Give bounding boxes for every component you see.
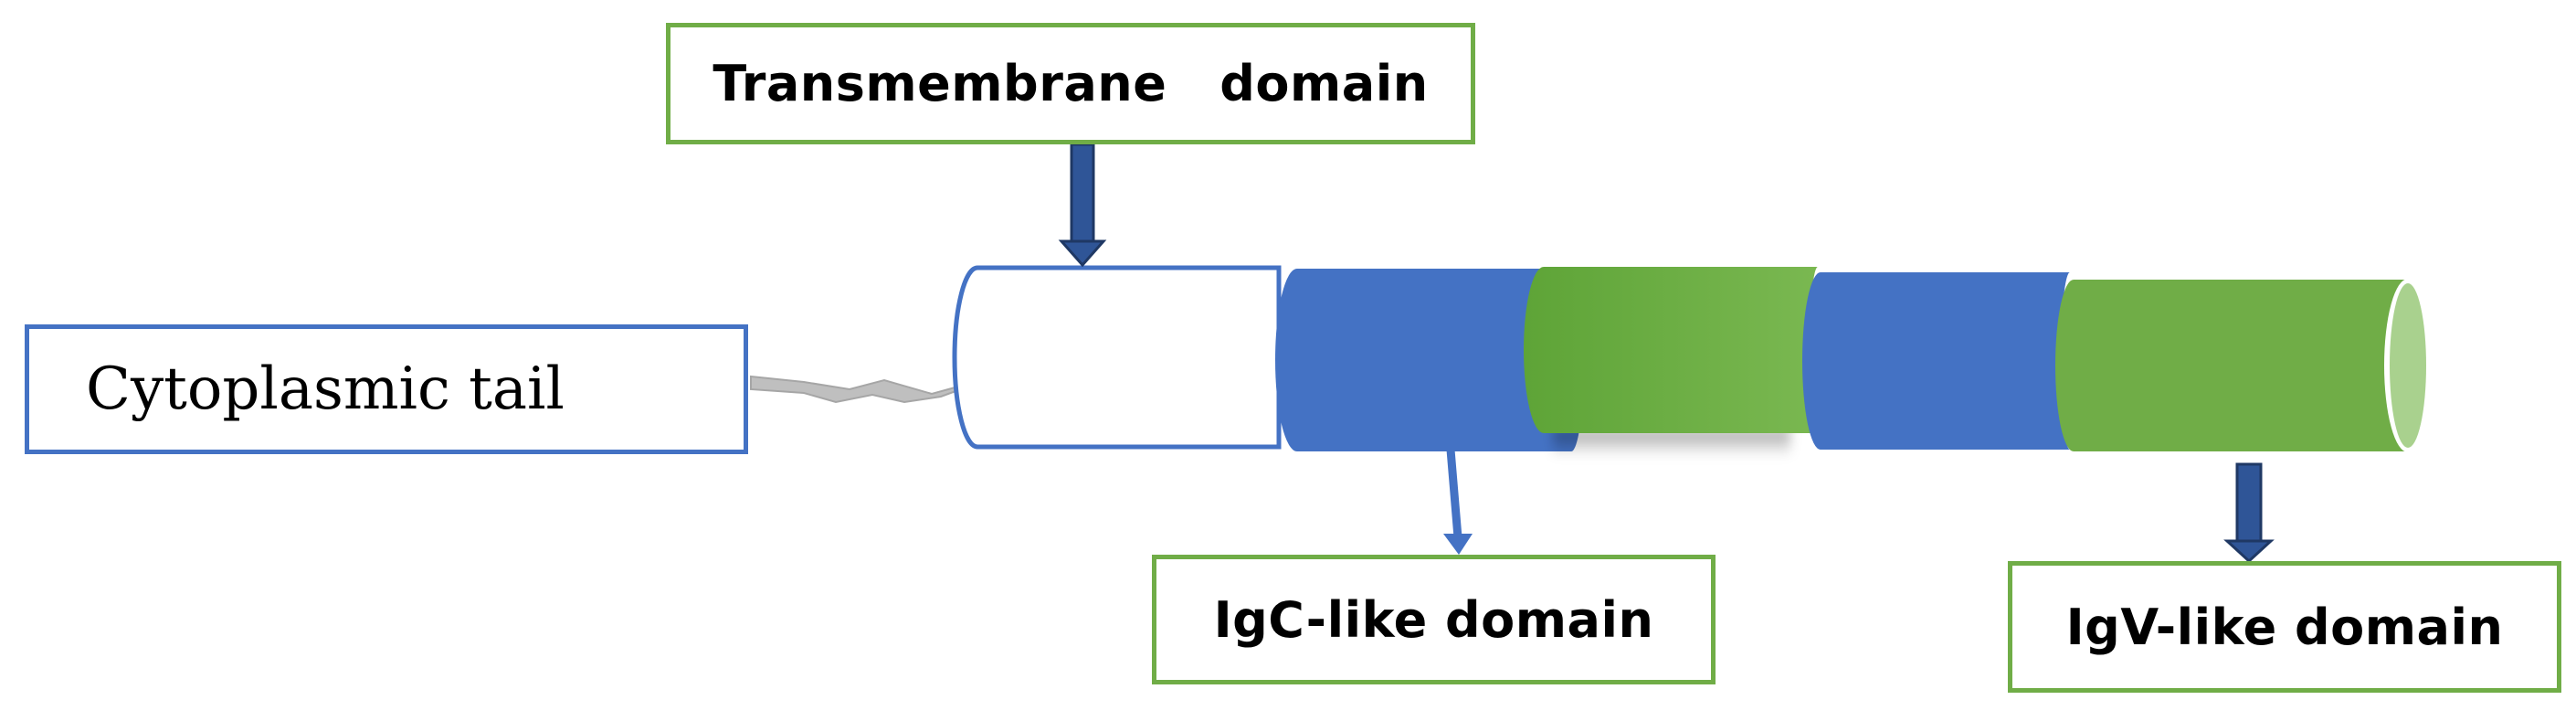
igv-arrow [2223, 462, 2275, 564]
blue-segment-2 [1802, 272, 2079, 450]
igc-label: IgC-like domain [1213, 590, 1654, 649]
igc-label-box: IgC-like domain [1152, 555, 1716, 684]
transmembrane-label: Transmembrane domain [713, 55, 1429, 112]
igc-green-segment [1524, 267, 1826, 433]
igv-green-segment [2055, 279, 2432, 452]
igc-shadow [1553, 429, 1790, 457]
cytoplasmic-label: Cytoplasmic tail [86, 355, 565, 423]
transmembrane-segment [952, 265, 1282, 450]
cytoplasmic-label-box: Cytoplasmic tail [25, 324, 748, 454]
igv-label: IgV-like domain [2065, 598, 2504, 656]
transmembrane-label-box: Transmembrane domain [666, 23, 1475, 144]
transmembrane-arrow [1058, 143, 1107, 268]
igc-arrow [1443, 449, 1473, 555]
igv-label-box: IgV-like domain [2008, 561, 2561, 693]
